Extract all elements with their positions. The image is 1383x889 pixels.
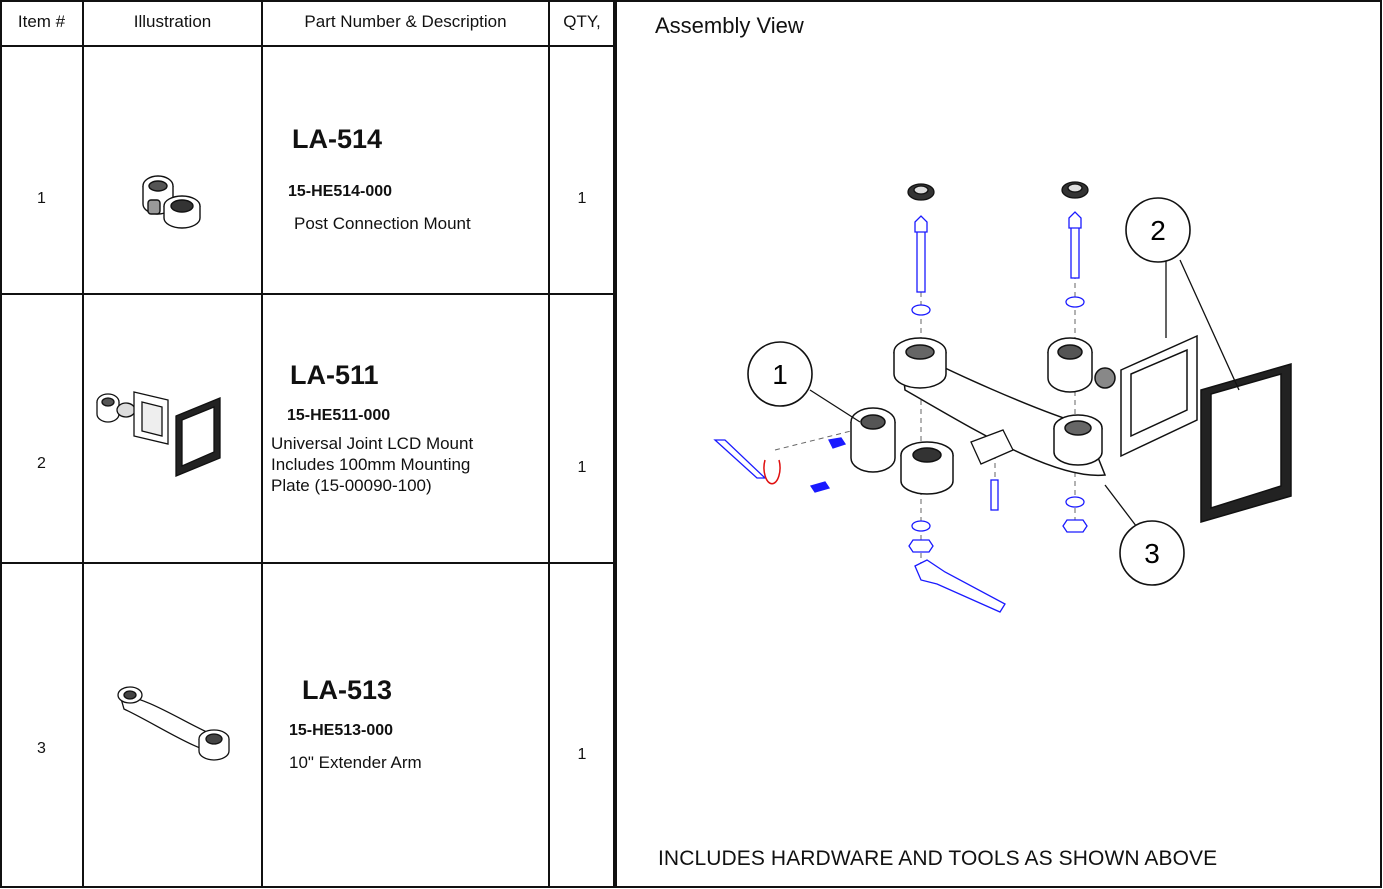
item-number: 2 [37,455,46,472]
part-number: LA-513 [302,675,393,705]
bill-of-materials-table: Item # Illustration Part Number & Descri… [0,0,615,889]
part-number: LA-514 [292,124,383,154]
svg-text:3: 3 [1144,538,1160,569]
part-code: 15-HE514-000 [288,183,393,200]
table-grid [0,0,615,888]
extender-arm [893,337,1107,477]
part-number: LA-511 [290,360,379,390]
header-item: Item # [17,12,66,31]
part-description-line: Includes 100mm Mounting [271,455,471,474]
part-code: 15-HE513-000 [289,722,394,739]
quantity: 1 [577,746,587,763]
svg-text:1: 1 [772,359,788,390]
callout-1: 1 [747,341,813,407]
clip-icon [970,429,1014,465]
assembly-frame [615,0,1382,888]
part-description-line: 10" Extender Arm [289,753,422,772]
universal-joint-lcd-mount-illustration [96,391,221,477]
item-number: 1 [37,190,46,207]
assembly-view-title: Assembly View [655,13,804,38]
post-connection-mount-illustration [142,175,201,229]
extender-arm-illustration [117,686,230,761]
exploded-assembly-drawing: 1 2 3 [713,181,1292,613]
universal-joint-lcd-mount [1047,334,1292,523]
svg-text:2: 2 [1150,215,1166,246]
rotation-arrow-icon [763,459,781,485]
part-description-line: Post Connection Mount [294,214,471,233]
wrench-icon [914,559,1006,613]
header-qty: QTY, [563,12,601,31]
hardware-note: INCLUDES HARDWARE AND TOOLS AS SHOWN ABO… [658,847,1218,870]
part-description-line: Plate (15-00090-100) [271,476,432,495]
callout-2: 2 [1125,197,1191,263]
part-description-line: Universal Joint LCD Mount [271,434,474,453]
hardware-set [713,211,1088,613]
callout-3: 3 [1119,520,1185,586]
header-illustration: Illustration [133,12,212,31]
post-connection-mount [850,407,954,495]
assembly-view-panel: Assembly View [615,0,1383,889]
item-number: 3 [37,740,46,757]
quantity: 1 [577,459,587,476]
header-part-description: Part Number & Description [304,12,507,31]
part-code: 15-HE511-000 [287,407,391,424]
quantity: 1 [577,190,587,207]
